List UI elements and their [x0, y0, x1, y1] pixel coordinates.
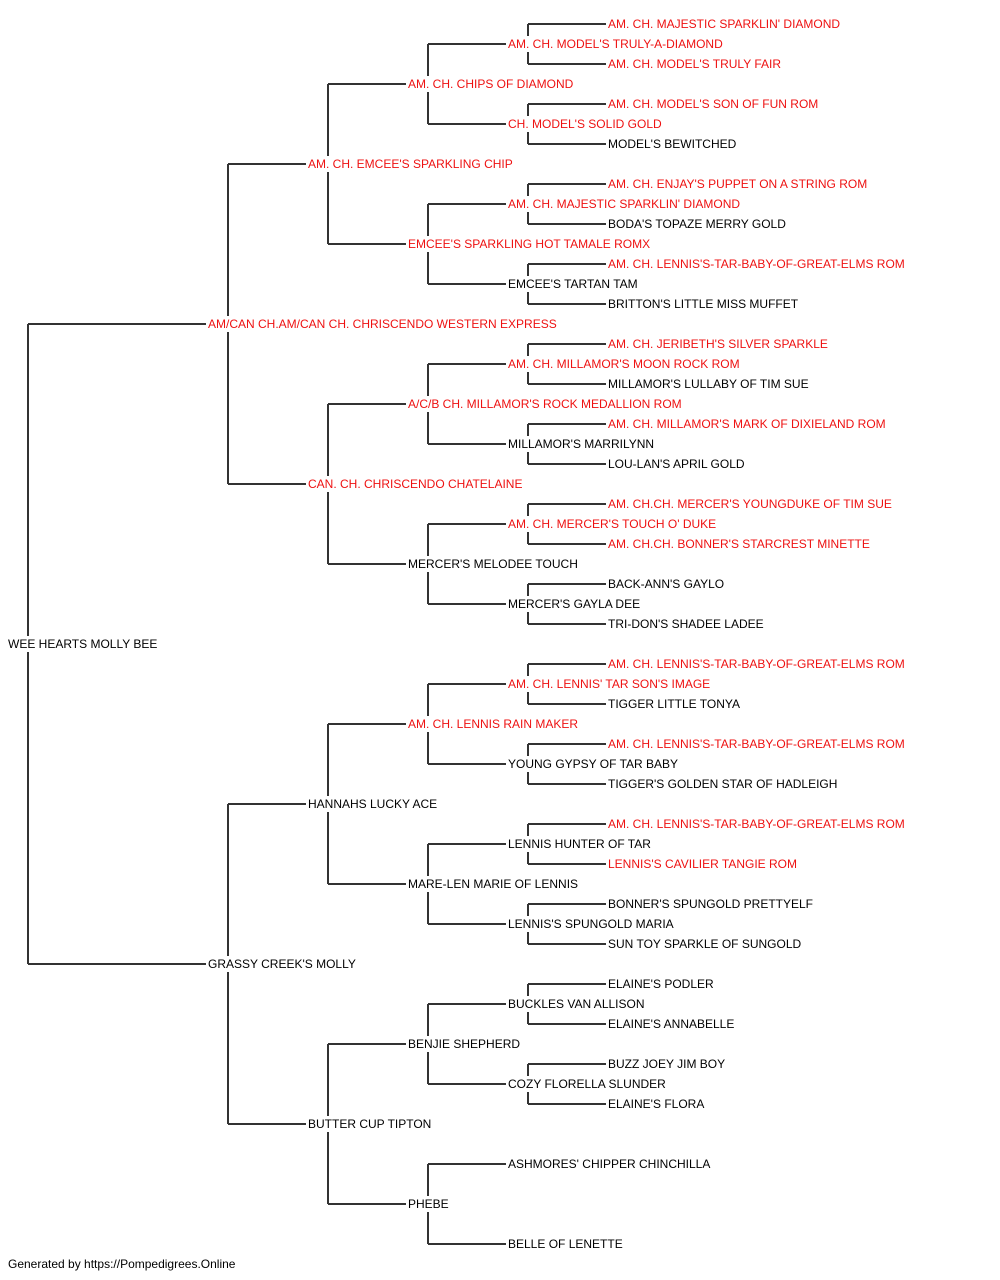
dam-name: TIGGER'S GOLDEN STAR OF HADLEIGH	[608, 777, 837, 791]
sire-name: AM. CH.CH. MERCER'S YOUNGDUKE OF TIM SUE	[608, 497, 892, 511]
footer-credit: Generated by https://Pompedigrees.Online	[8, 1257, 236, 1271]
sire-name: BUCKLES VAN ALLISON	[508, 997, 645, 1011]
sire-name: AM. CH. MILLAMOR'S MOON ROCK ROM	[508, 357, 740, 371]
dam-name: MERCER'S GAYLA DEE	[508, 597, 640, 611]
sire-name: AM. CH. LENNIS'S-TAR-BABY-OF-GREAT-ELMS …	[608, 657, 905, 671]
sire-name: BONNER'S SPUNGOLD PRETTYELF	[608, 897, 813, 911]
dam-name: YOUNG GYPSY OF TAR BABY	[508, 757, 678, 771]
dam-name: LENNIS'S CAVILIER TANGIE ROM	[608, 857, 797, 871]
sire-name: BACK-ANN'S GAYLO	[608, 577, 724, 591]
sire-name: AM. CH. MAJESTIC SPARKLIN' DIAMOND	[508, 197, 740, 211]
subject-dog-name: WEE HEARTS MOLLY BEE	[8, 637, 157, 651]
sire-name: ASHMORES' CHIPPER CHINCHILLA	[508, 1157, 710, 1171]
sire-name: AM. CH. LENNIS'S-TAR-BABY-OF-GREAT-ELMS …	[608, 257, 905, 271]
sire-name: AM. CH. MAJESTIC SPARKLIN' DIAMOND	[608, 17, 840, 31]
dam-name: MERCER'S MELODEE TOUCH	[408, 557, 578, 571]
dam-name: ELAINE'S FLORA	[608, 1097, 704, 1111]
sire-name: AM. CH. LENNIS' TAR SON'S IMAGE	[508, 677, 710, 691]
dam-name: MILLAMOR'S MARRILYNN	[508, 437, 654, 451]
sire-name: AM. CH. ENJAY'S PUPPET ON A STRING ROM	[608, 177, 867, 191]
sire-name: ELAINE'S PODLER	[608, 977, 714, 991]
dam-name: LOU-LAN'S APRIL GOLD	[608, 457, 745, 471]
dam-name: LENNIS'S SPUNGOLD MARIA	[508, 917, 674, 931]
sire-name: AM. CH. MILLAMOR'S MARK OF DIXIELAND ROM	[608, 417, 886, 431]
dam-name: BRITTON'S LITTLE MISS MUFFET	[608, 297, 799, 311]
dam-name: EMCEE'S SPARKLING HOT TAMALE ROMX	[408, 237, 650, 251]
dam-name: PHEBE	[408, 1197, 449, 1211]
sire-name: A/C/B CH. MILLAMOR'S ROCK MEDALLION ROM	[408, 397, 682, 411]
sire-name: AM. CH. LENNIS'S-TAR-BABY-OF-GREAT-ELMS …	[608, 737, 905, 751]
sire-name: AM. CH. EMCEE'S SPARKLING CHIP	[308, 157, 513, 171]
dam-name: COZY FLORELLA SLUNDER	[508, 1077, 666, 1091]
dam-name: AM. CH.CH. BONNER'S STARCREST MINETTE	[608, 537, 870, 551]
dam-name: ELAINE'S ANNABELLE	[608, 1017, 734, 1031]
sire-name: AM. CH. JERIBETH'S SILVER SPARKLE	[608, 337, 828, 351]
dam-name: TIGGER LITTLE TONYA	[608, 697, 740, 711]
dam-name: MILLAMOR'S LULLABY OF TIM SUE	[608, 377, 809, 391]
sire-name: AM. CH. LENNIS'S-TAR-BABY-OF-GREAT-ELMS …	[608, 817, 905, 831]
dam-name: EMCEE'S TARTAN TAM	[508, 277, 638, 291]
sire-name: AM. CH. MODEL'S SON OF FUN ROM	[608, 97, 818, 111]
dam-name: BELLE OF LENETTE	[508, 1237, 623, 1251]
dam-name: SUN TOY SPARKLE OF SUNGOLD	[608, 937, 802, 951]
dam-name: BODA'S TOPAZE MERRY GOLD	[608, 217, 786, 231]
dam-name: TRI-DON'S SHADEE LADEE	[608, 617, 764, 631]
dam-name: MODEL'S BEWITCHED	[608, 137, 737, 151]
sire-name: LENNIS HUNTER OF TAR	[508, 837, 651, 851]
dam-name: CH. MODEL'S SOLID GOLD	[508, 117, 662, 131]
sire-name: HANNAHS LUCKY ACE	[308, 797, 437, 811]
sire-name: BENJIE SHEPHERD	[408, 1037, 520, 1051]
dam-name: CAN. CH. CHRISCENDO CHATELAINE	[308, 477, 522, 491]
pedigree-labels: WEE HEARTS MOLLY BEE AM/CAN CH.AM/CAN CH.…	[8, 17, 905, 1251]
sire-name: AM. CH. MERCER'S TOUCH O' DUKE	[508, 517, 716, 531]
dam-name: BUTTER CUP TIPTON	[308, 1117, 431, 1131]
dam-name: AM. CH. MODEL'S TRULY FAIR	[608, 57, 781, 71]
sire-name: AM. CH. MODEL'S TRULY-A-DIAMOND	[508, 37, 723, 51]
sire-name: AM. CH. LENNIS RAIN MAKER	[408, 717, 578, 731]
dam-name: GRASSY CREEK'S MOLLY	[208, 957, 356, 971]
sire-name: BUZZ JOEY JIM BOY	[608, 1057, 725, 1071]
dam-name: MARE-LEN MARIE OF LENNIS	[408, 877, 578, 891]
sire-name: AM. CH. CHIPS OF DIAMOND	[408, 77, 574, 91]
sire-name: AM/CAN CH.AM/CAN CH. CHRISCENDO WESTERN …	[208, 317, 557, 331]
pedigree-connectors	[27, 23, 606, 1245]
